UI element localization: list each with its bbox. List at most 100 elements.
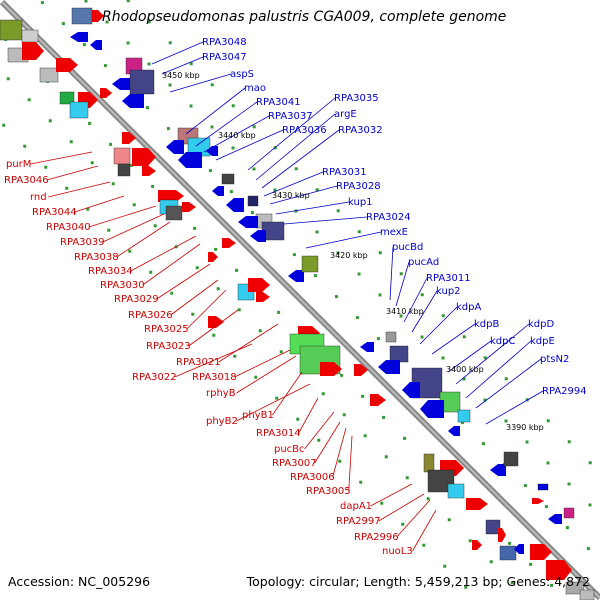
gene-label-RPA3032: RPA3032	[338, 125, 383, 136]
leader-line	[151, 41, 204, 65]
tick-dot	[208, 169, 212, 173]
gene-label-rphyB: rphyB	[206, 388, 236, 399]
reverse-gene-arrow-27	[142, 166, 156, 176]
leader-line	[255, 113, 336, 181]
gene-feature-73	[485, 519, 501, 535]
tick-dot	[401, 522, 405, 526]
tick-dot	[313, 274, 317, 278]
tick-dot	[107, 228, 111, 232]
leader-line	[272, 371, 303, 416]
tick-dot	[65, 186, 69, 190]
gene-feature-0	[0, 19, 23, 41]
reverse-gene-arrow-71	[532, 498, 544, 504]
leader-line	[234, 349, 291, 378]
tick-dot	[212, 333, 216, 337]
gene-label-RPA3007: RPA3007	[272, 458, 317, 469]
tick-dot	[420, 335, 424, 339]
gene-label-RPA3044: RPA3044	[32, 207, 77, 218]
tick-dot	[315, 188, 319, 192]
tick-dot	[229, 190, 233, 194]
gene-label-RPA3038: RPA3038	[74, 252, 119, 263]
reverse-gene-arrow-80	[530, 544, 552, 560]
reverse-gene-arrow-25	[132, 148, 156, 166]
forward-gene-arrow-9	[90, 40, 102, 50]
leader-line	[389, 246, 394, 301]
tick-dot	[294, 167, 298, 171]
gene-label-kdpA: kdpA	[456, 302, 481, 313]
leader-line	[74, 195, 125, 213]
leader-line	[170, 279, 219, 316]
gene-feature-4	[39, 67, 59, 83]
leader-line	[485, 390, 544, 425]
forward-gene-arrow-22	[206, 146, 218, 156]
leader-line	[305, 231, 382, 249]
scale-label-5: 3400 kbp	[446, 365, 484, 374]
reverse-gene-arrow-3	[22, 42, 44, 60]
tick-dot	[468, 539, 472, 543]
tick-dot	[195, 266, 199, 270]
gene-feature-70	[537, 483, 549, 491]
leader-line	[465, 340, 532, 399]
gene-feature-83	[579, 589, 595, 600]
tick-dot	[189, 104, 193, 108]
leader-line	[275, 201, 350, 215]
reverse-gene-arrow-31	[182, 202, 196, 212]
leader-line	[348, 435, 353, 492]
tick-dot	[40, 1, 44, 5]
tick-dot	[128, 249, 132, 253]
gene-feature-43	[301, 255, 319, 273]
tick-dot	[338, 459, 342, 463]
gene-label-RPA3006: RPA3006	[290, 472, 335, 483]
leader-line	[161, 56, 204, 75]
tick-dot	[6, 77, 10, 81]
gene-label-RPA3040: RPA3040	[46, 222, 91, 233]
leader-line	[48, 181, 111, 198]
reverse-gene-arrow-23	[122, 132, 136, 144]
tick-dot	[191, 312, 195, 316]
tick-dot	[170, 291, 174, 295]
gene-label-RPA3023: RPA3023	[146, 341, 191, 352]
leader-line	[475, 358, 542, 409]
tick-dot	[504, 377, 508, 381]
reverse-gene-arrow-81	[546, 560, 572, 580]
tick-dot	[69, 140, 73, 144]
gene-label-RPA3030: RPA3030	[100, 280, 145, 291]
tick-dot	[361, 394, 365, 398]
tick-dot	[86, 207, 90, 211]
gene-label-RPA3035: RPA3035	[334, 93, 379, 104]
tick-dot	[145, 106, 149, 110]
tick-dot	[384, 455, 388, 459]
gene-label-ptsN2: ptsN2	[540, 354, 569, 365]
gene-label-RPA3048: RPA3048	[202, 37, 247, 48]
gene-feature-32	[221, 173, 235, 185]
tick-dot	[153, 224, 157, 228]
tick-dot	[550, 583, 554, 587]
tick-dot	[252, 125, 256, 129]
gene-feature-69	[503, 451, 519, 467]
tick-dot	[357, 230, 361, 234]
leader-line	[378, 493, 425, 522]
leader-line	[298, 397, 319, 434]
leader-line	[30, 151, 93, 165]
tick-dot	[48, 119, 52, 123]
tick-dot	[321, 392, 325, 396]
leader-line	[395, 261, 410, 307]
accession-text: Accession: NC_005296	[8, 574, 151, 589]
tick-dot	[483, 398, 487, 402]
leader-line	[174, 343, 253, 378]
tick-dot	[508, 541, 512, 545]
tick-dot	[214, 247, 218, 251]
tick-dot	[105, 20, 109, 24]
tick-dot	[82, 43, 86, 47]
tick-dot	[147, 20, 151, 24]
tick-dot	[363, 434, 367, 438]
tick-dot	[2, 123, 6, 127]
leader-line	[314, 421, 341, 464]
tick-dot	[315, 230, 319, 234]
tick-dot	[132, 203, 136, 207]
gene-feature-76	[499, 545, 517, 561]
leader-line	[142, 243, 201, 286]
scale-label-6: 3390 kbp	[506, 423, 544, 432]
